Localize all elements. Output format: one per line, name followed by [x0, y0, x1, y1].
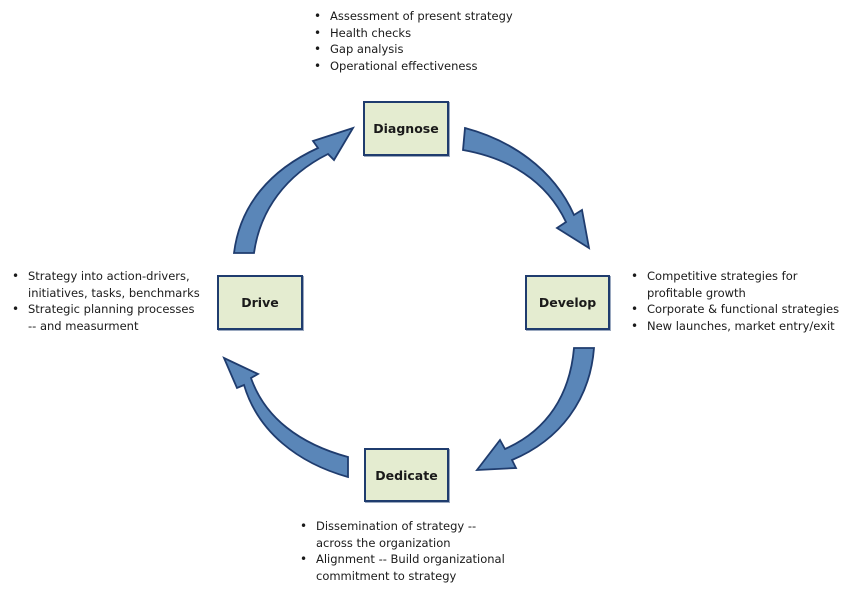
note-item: Strategy into action-drivers, initiative…: [8, 268, 200, 301]
note-item: Assessment of present strategy: [310, 8, 530, 25]
stage-label-diagnose: Diagnose: [373, 121, 439, 136]
stage-box-dedicate: Dedicate: [364, 448, 449, 502]
arrow-diagnose-to-develop: [462, 126, 591, 250]
note-item: Alignment -- Build organizational commit…: [296, 551, 511, 584]
note-item: Gap analysis: [310, 41, 530, 58]
notes-diagnose: Assessment of present strategy Health ch…: [310, 8, 530, 74]
notes-dedicate: Dissemination of strategy -- across the …: [296, 518, 511, 584]
note-item: Operational effectiveness: [310, 58, 530, 75]
note-item: Competitive strategies for profitable gr…: [627, 268, 842, 301]
arrow-dedicate-to-drive: [222, 356, 349, 479]
note-item: New launches, market entry/exit: [627, 318, 842, 335]
stage-box-develop: Develop: [525, 275, 610, 330]
notes-develop: Competitive strategies for profitable gr…: [627, 268, 842, 334]
arrow-drive-to-diagnose: [232, 126, 355, 254]
stage-box-drive: Drive: [217, 275, 303, 330]
stage-box-diagnose: Diagnose: [363, 101, 449, 156]
note-item: Strategic planning processes -- and meas…: [8, 301, 200, 334]
arrow-develop-to-dedicate: [475, 347, 595, 471]
stage-label-drive: Drive: [241, 295, 279, 310]
stage-label-dedicate: Dedicate: [375, 467, 438, 483]
notes-drive: Strategy into action-drivers, initiative…: [8, 268, 200, 334]
stage-label-develop: Develop: [538, 295, 597, 310]
note-item: Corporate & functional strategies: [627, 301, 842, 318]
note-item: Dissemination of strategy -- across the …: [296, 518, 511, 551]
note-item: Health checks: [310, 25, 530, 42]
